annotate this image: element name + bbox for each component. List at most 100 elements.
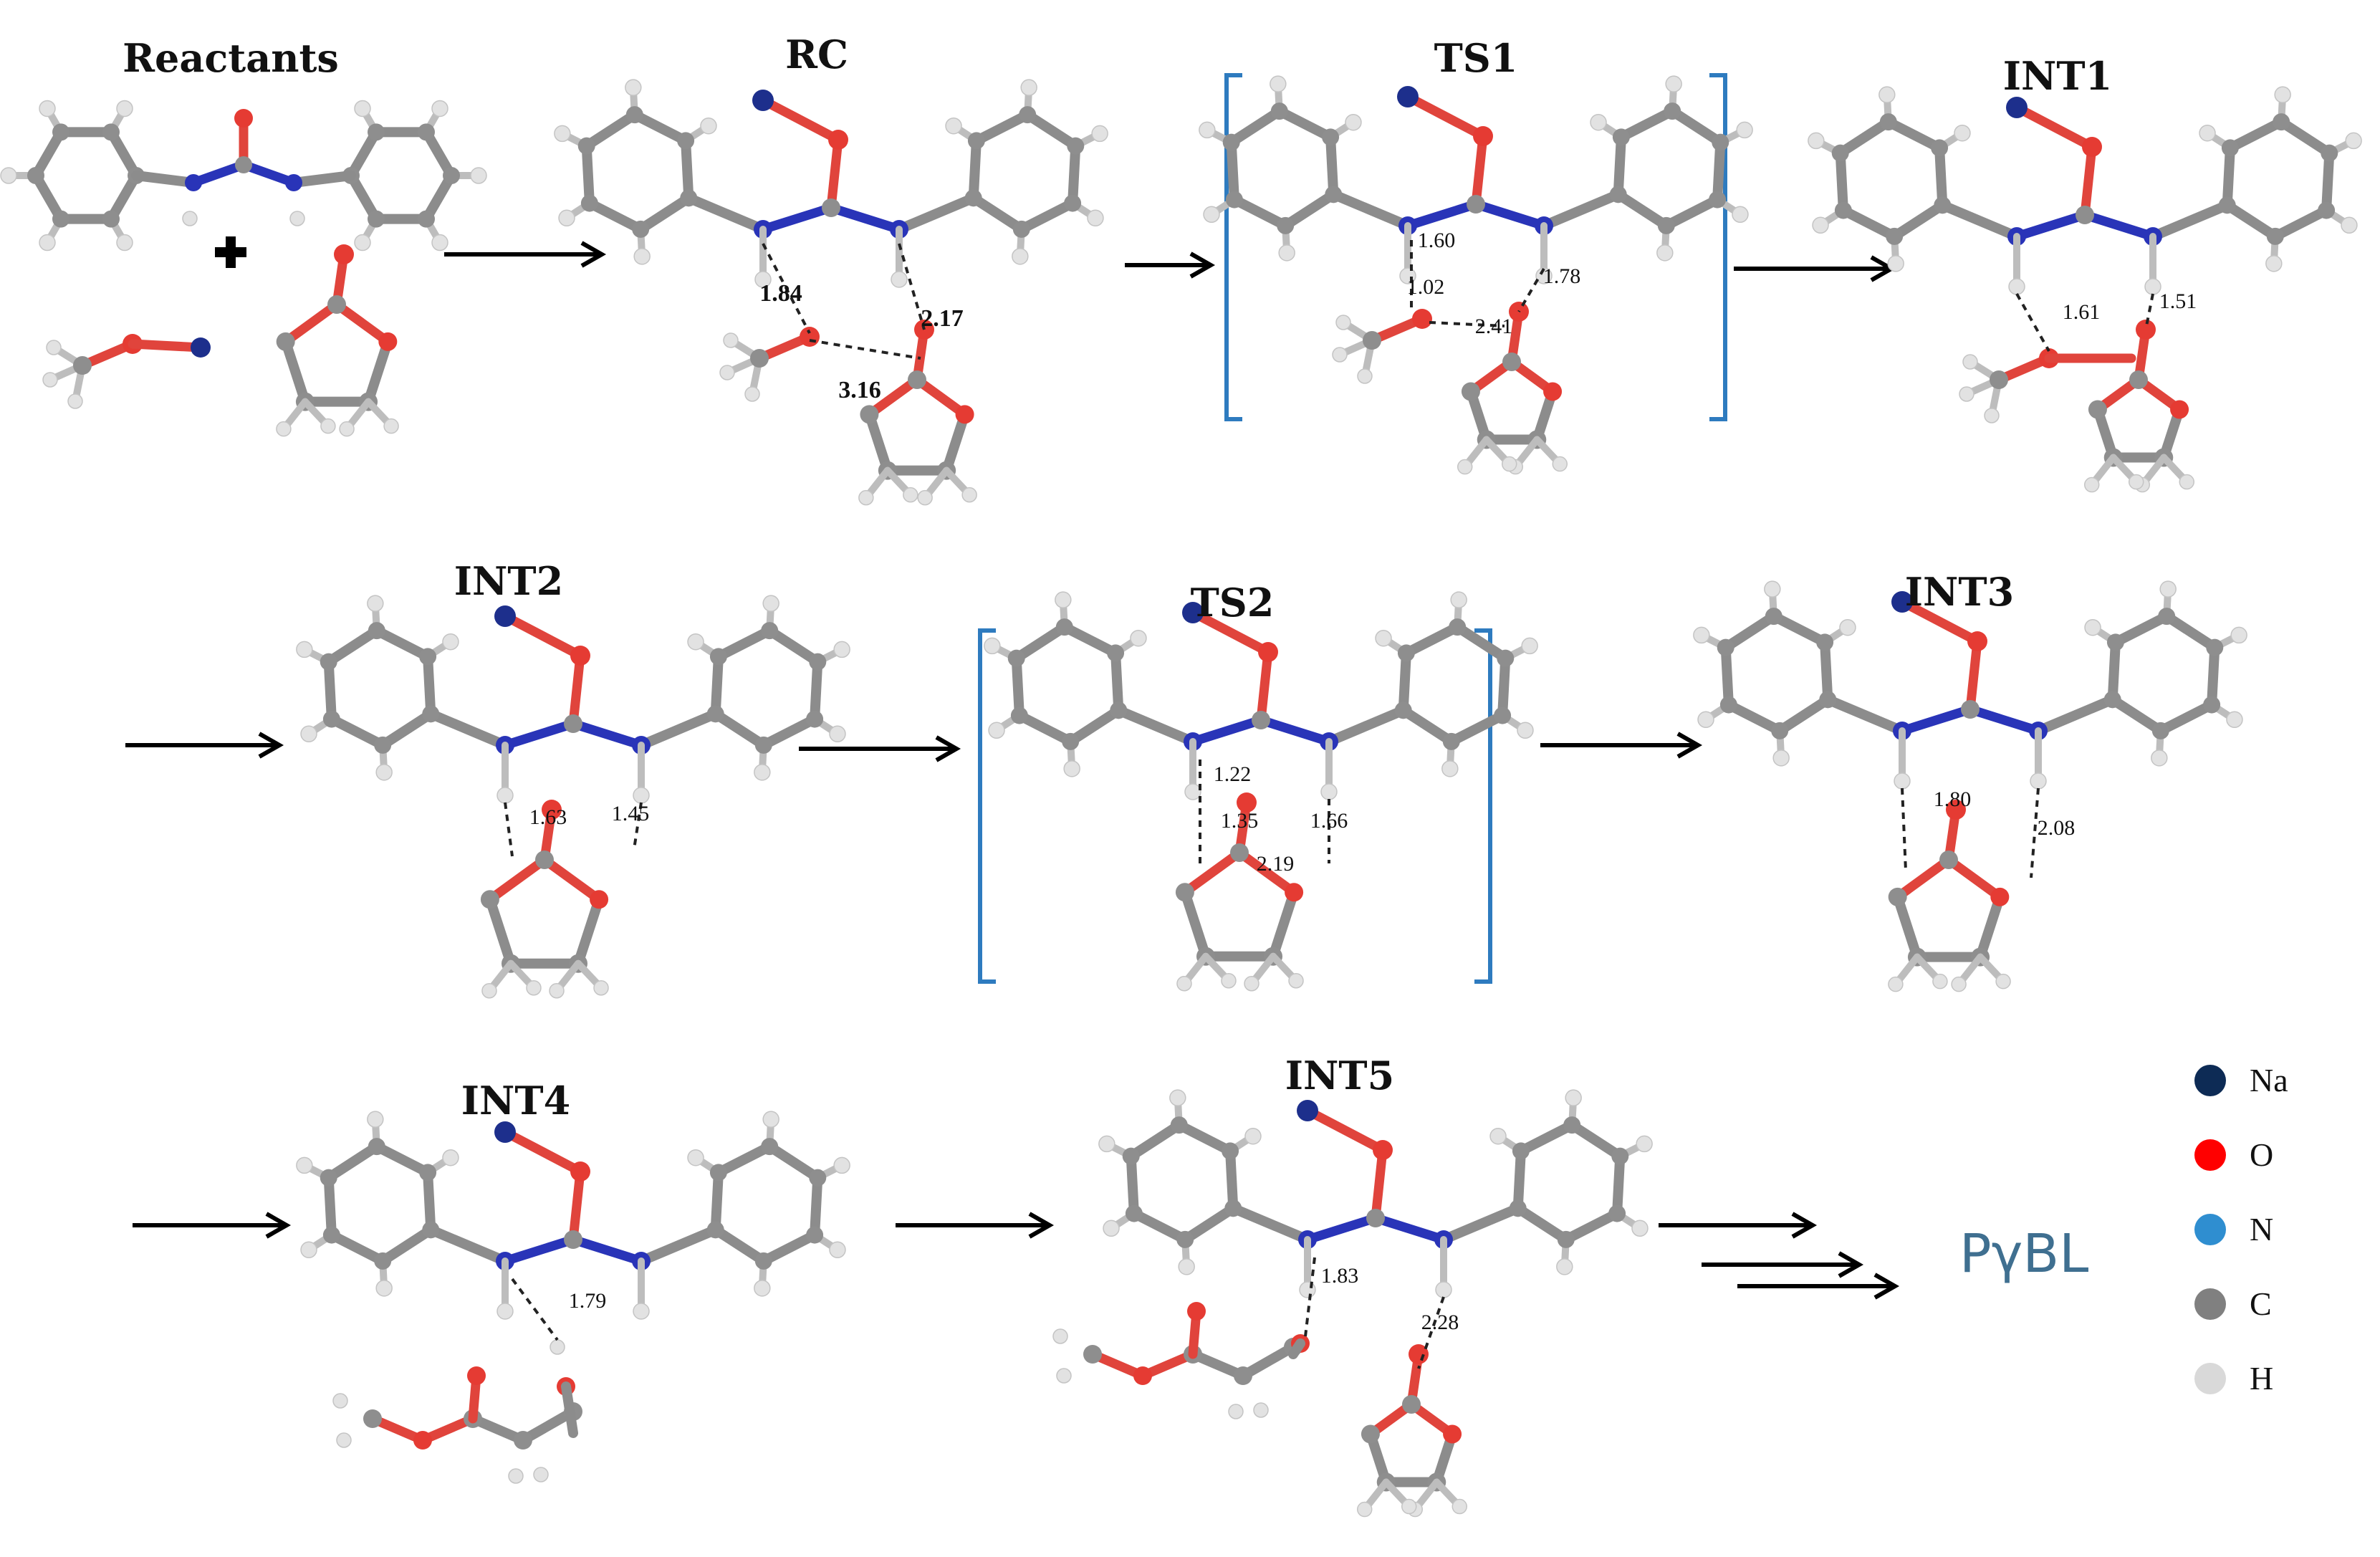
c-n-bond — [1965, 704, 2043, 736]
ring-bond — [1280, 189, 1339, 231]
carbon-atom — [2076, 206, 2094, 224]
ring-bond — [485, 855, 550, 904]
carbon-atom — [1717, 638, 1734, 656]
ring-bond — [764, 1141, 823, 1183]
hydrogen-atom — [39, 234, 56, 251]
n-c-bond — [1120, 708, 1198, 747]
n-c-bond — [1829, 697, 1907, 736]
carbon-atom — [102, 210, 120, 228]
sodium-atom — [1297, 1100, 1318, 1121]
carbon-atom — [1563, 1116, 1581, 1134]
ring-bond — [1022, 110, 1081, 151]
ring-bond — [1720, 611, 1779, 653]
ring-bond — [2270, 205, 2332, 241]
c-o-bond — [568, 1166, 585, 1245]
carbon-atom — [1252, 711, 1270, 729]
ring-bond — [1446, 710, 1508, 747]
distance-label: 1.61 — [2063, 300, 2101, 324]
transition-state-brackets — [978, 73, 1727, 984]
oxygen-atom — [1409, 1344, 1429, 1364]
carbon-atom — [514, 1431, 532, 1450]
hydrogen-atom — [891, 271, 908, 288]
arrow-head — [1189, 251, 1216, 279]
hydrogen-atom — [1962, 354, 1978, 370]
hydrogen-atom — [1199, 121, 1216, 139]
hydrogen-atom — [754, 764, 771, 781]
oxygen-atom — [1967, 631, 1987, 651]
carbon-atom — [368, 1138, 385, 1156]
hydrogen-atom — [1590, 113, 1607, 131]
ring-bond — [1065, 705, 1124, 747]
legend-label: O — [2250, 1136, 2273, 1173]
product-label: PγBL — [1959, 1223, 2088, 1285]
hydrogen-atom — [633, 248, 651, 265]
oxygen-atom — [1133, 1366, 1152, 1385]
hydrogen-atom — [508, 1468, 524, 1484]
c-n-bond — [758, 203, 836, 234]
ring-bond — [371, 626, 433, 662]
n-c-bond — [2148, 203, 2226, 241]
hydrogen-atom — [1951, 976, 1967, 992]
ring-bond — [1512, 1203, 1571, 1245]
carbon-atom — [1402, 1395, 1421, 1414]
distance-label: 1.60 — [1418, 229, 1456, 252]
carbon-atom — [1961, 700, 1980, 719]
ring-bond — [1110, 648, 1124, 716]
hydrogen-atom — [1636, 1135, 1653, 1153]
nitrogen-atom — [185, 174, 202, 191]
ring-bond — [323, 656, 337, 724]
hydrogen-atom — [961, 487, 977, 503]
carbon-atom — [706, 705, 724, 723]
hydrogen-atom — [1693, 626, 1710, 644]
c-o-bond — [1965, 636, 1982, 714]
hydrogen-atom — [550, 1339, 565, 1355]
hydrogen-atom — [1299, 1281, 1316, 1298]
hydrogen-atom — [2226, 711, 2243, 729]
carbon-atom — [709, 1164, 727, 1182]
hydrogen-atom — [1176, 975, 1192, 992]
carbon-atom — [1611, 1147, 1629, 1165]
carbon-atom — [1931, 139, 1949, 157]
oxygen-atom — [828, 130, 848, 150]
hydrogen-atom — [1839, 618, 1856, 636]
ring-bond — [635, 193, 694, 234]
ring-bond — [584, 198, 646, 234]
ring-bond — [2155, 699, 2217, 736]
ring-bond — [1775, 694, 1833, 736]
hydrogen-atom — [1764, 580, 1781, 598]
ring-bond — [1613, 132, 1626, 200]
ring-bond — [1667, 106, 1726, 148]
distance-label: 2.19 — [1257, 852, 1295, 876]
hydrogen-atom — [1278, 244, 1295, 262]
hydrogen-atom — [2345, 132, 2362, 150]
hydrogen-bond — [2030, 787, 2040, 878]
oxygen-atom — [378, 332, 398, 351]
hydrogen-bond — [511, 1278, 559, 1341]
carbon-atom — [1064, 194, 1082, 212]
carbon-atom — [2218, 196, 2236, 214]
ts-bracket — [978, 628, 996, 984]
reaction-arrows — [125, 241, 1900, 1300]
c-o-bond — [1256, 647, 1273, 725]
carbon-atom — [632, 220, 650, 238]
carbon-atom — [580, 194, 598, 212]
distance-label: 1.51 — [2159, 289, 2197, 313]
hydrogen-atom — [375, 764, 393, 781]
ring-bond — [1180, 1203, 1239, 1245]
hydrogen-atom — [1732, 206, 1749, 224]
hydrogen-atom — [67, 393, 83, 409]
oxygen-atom — [1543, 382, 1563, 401]
ring-bond — [758, 1230, 820, 1266]
hydrogen-atom — [1451, 1498, 1468, 1515]
oxygen-atom — [413, 1431, 432, 1450]
ring-bond — [1180, 848, 1244, 897]
hydrogen-atom — [442, 1149, 459, 1166]
hydrogen-atom — [1932, 973, 1948, 990]
ring-bond — [681, 135, 694, 203]
ring-bond — [323, 1172, 337, 1240]
carbon-atom — [1461, 382, 1480, 401]
n-c-bond — [894, 196, 972, 234]
n-c-bond — [1439, 1206, 1517, 1245]
carbon-atom — [564, 1230, 582, 1249]
